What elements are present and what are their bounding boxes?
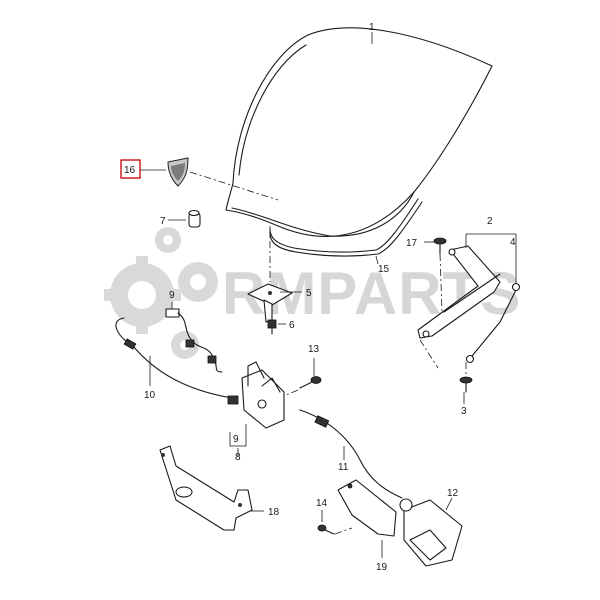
callout-6: 6 <box>289 320 295 331</box>
callout-12: 12 <box>447 488 459 499</box>
striker-bracket <box>247 283 293 323</box>
callout-2: 2 <box>487 216 493 227</box>
callout-4: 4 <box>510 237 516 248</box>
gear-logo-icon <box>104 227 218 359</box>
lock-actuator <box>399 498 463 567</box>
bolt-3 <box>459 376 473 393</box>
bolt-13 <box>299 376 322 389</box>
callout-7: 7 <box>160 216 166 227</box>
callout-19: 19 <box>376 562 388 573</box>
callout-8: 8 <box>235 452 241 463</box>
bolt-17 <box>433 237 447 255</box>
callout-10: 10 <box>144 390 156 401</box>
lock-carrier-bracket <box>159 445 253 531</box>
bump-stop <box>188 209 201 228</box>
callout-1: 1 <box>369 22 375 33</box>
callout-11: 11 <box>338 462 349 473</box>
callout-5: 5 <box>306 288 312 299</box>
bowden-cable-11 <box>299 409 403 499</box>
highlight-box <box>120 159 141 179</box>
watermark: RMPARTS <box>104 227 520 359</box>
callout-14: 14 <box>316 498 328 509</box>
leader-lines <box>140 32 517 558</box>
assembly-lines <box>189 171 467 535</box>
callout-3: 3 <box>461 406 467 417</box>
callout-17: 17 <box>406 238 418 249</box>
release-cable-10 <box>115 317 239 405</box>
hood-lock <box>241 361 285 429</box>
hood-hinge <box>417 245 501 339</box>
callout-16: 16 <box>124 165 136 176</box>
bolt-6 <box>267 319 277 335</box>
microswitch-harness <box>165 308 223 373</box>
callout-15: 15 <box>378 264 390 275</box>
callout-13: 13 <box>308 344 320 355</box>
crest-badge <box>167 157 189 187</box>
gas-strut <box>465 282 521 364</box>
callout-9-lower: 9 <box>233 434 239 445</box>
hood-seal <box>269 198 423 257</box>
screw-14 <box>317 524 335 535</box>
callout-18: 18 <box>268 507 280 518</box>
callout-9-upper: 9 <box>169 290 175 301</box>
actuator-bracket <box>337 479 397 537</box>
callout-labels: 1 2 3 4 5 6 7 8 9 9 10 11 12 13 14 15 16… <box>124 22 516 573</box>
hood <box>225 27 493 237</box>
